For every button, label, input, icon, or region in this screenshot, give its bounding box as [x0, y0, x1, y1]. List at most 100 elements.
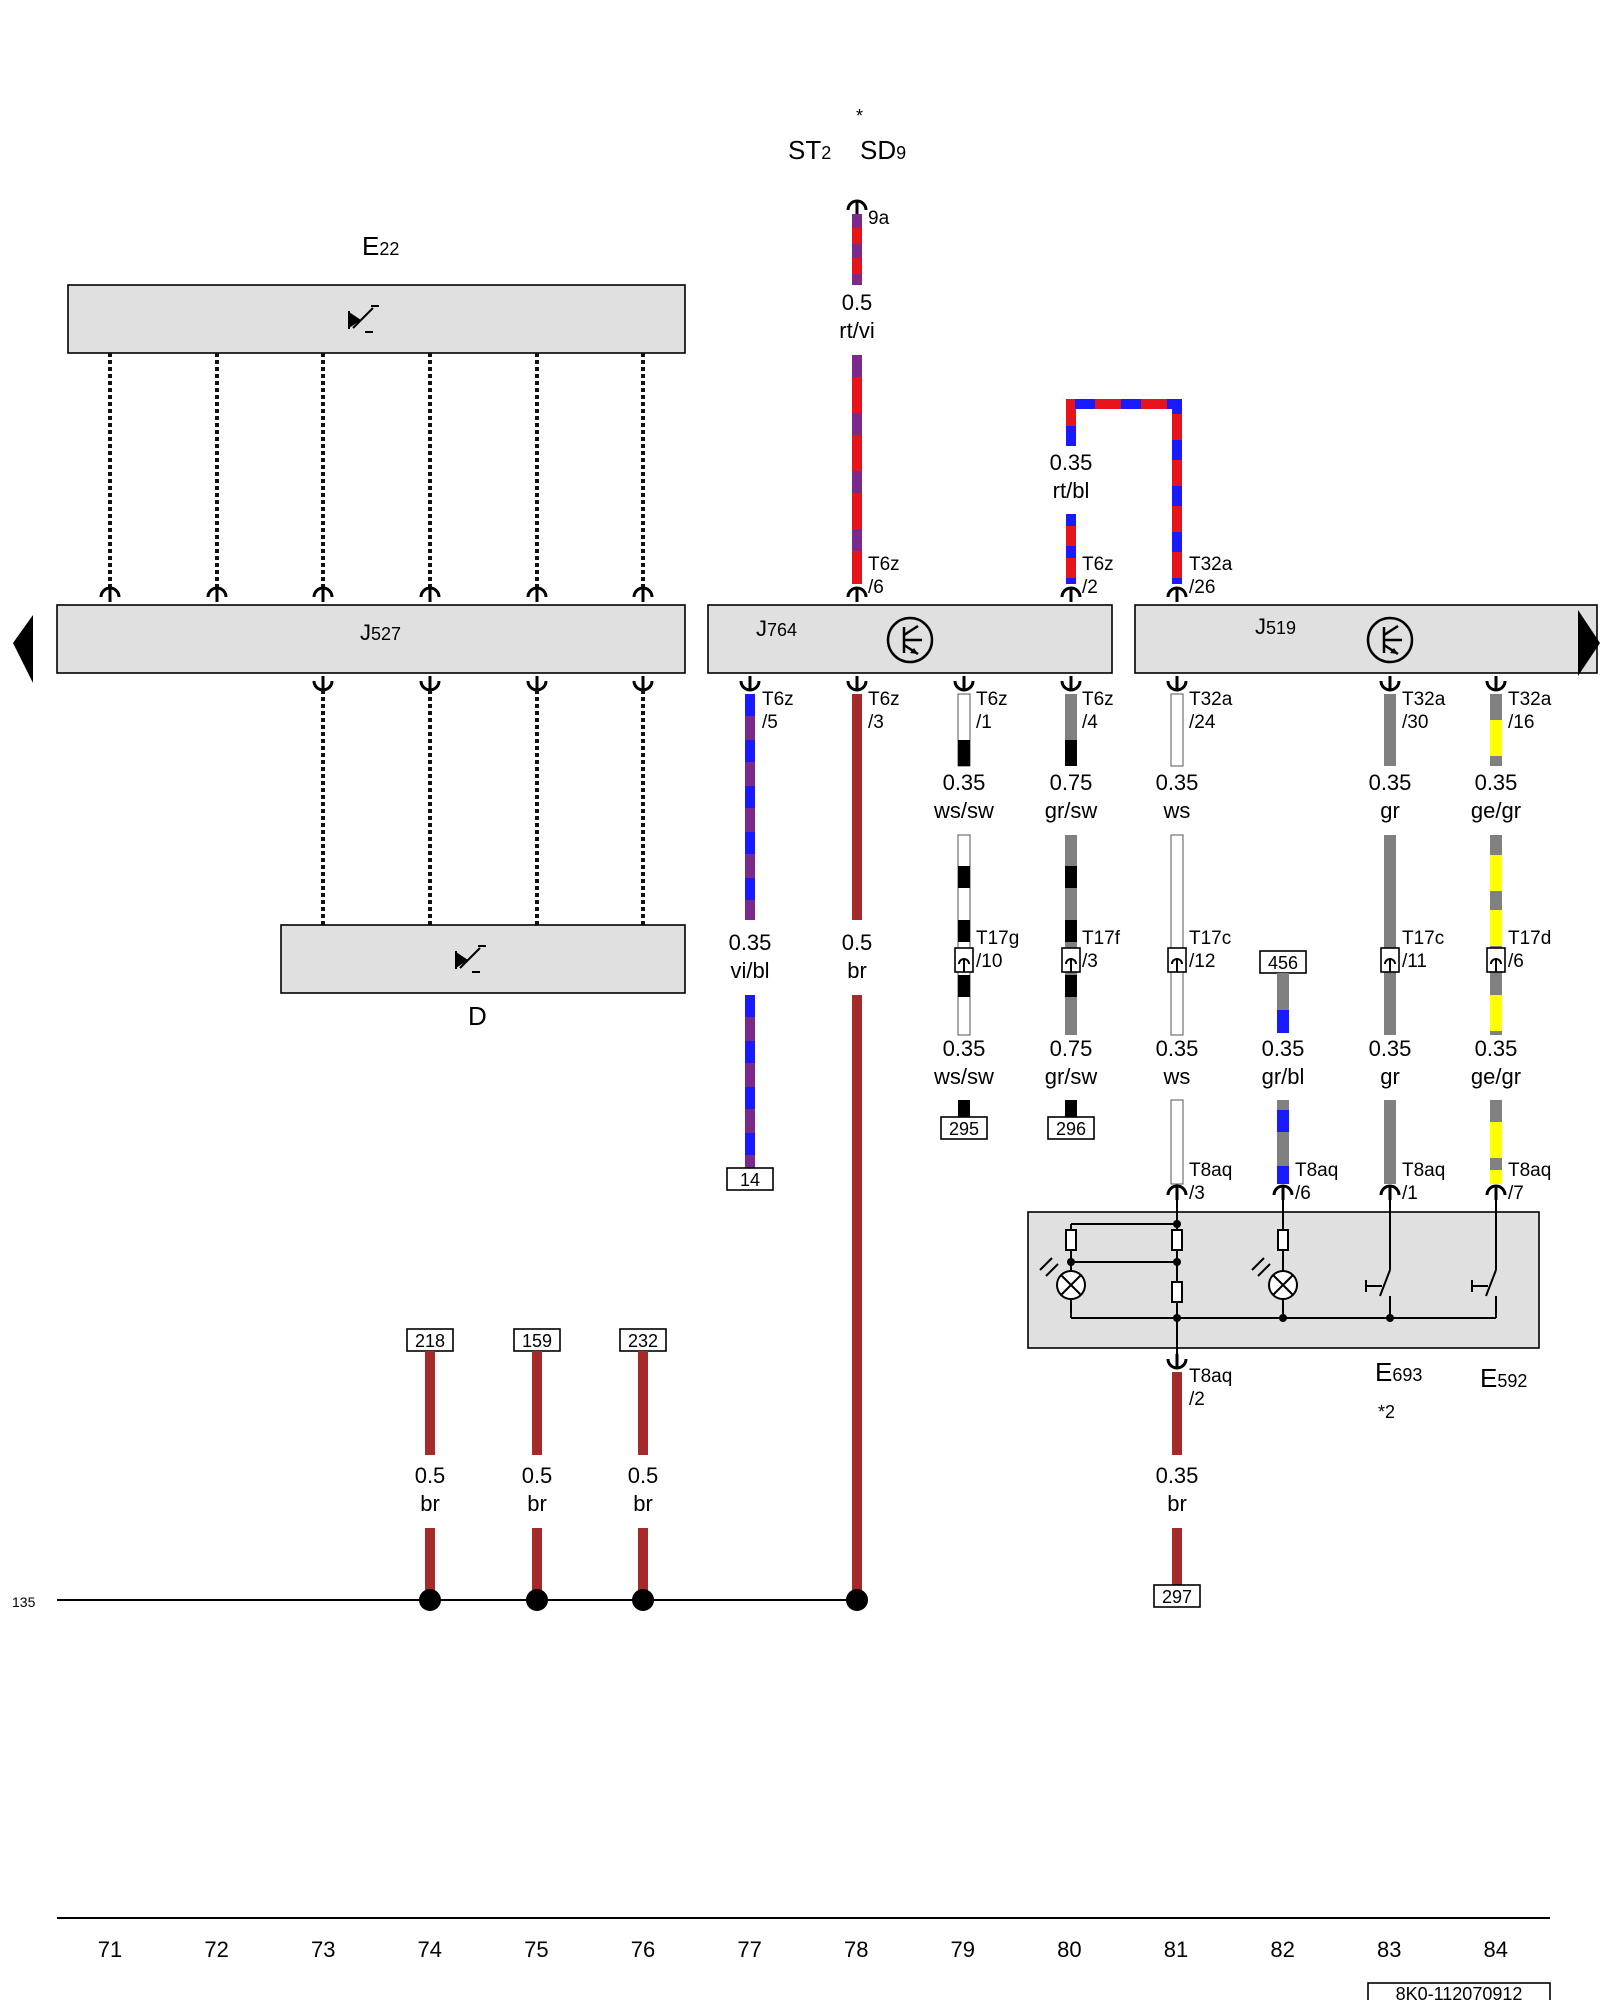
connector-pin: /26 — [1189, 577, 1215, 598]
connector-pin: /12 — [1189, 951, 1215, 972]
continue-left-arrow-icon[interactable] — [13, 615, 33, 683]
wire-size-label: 0.35 — [1475, 770, 1518, 795]
column-number: 72 — [204, 1937, 228, 1962]
connector-name: T32a — [1189, 689, 1233, 710]
top-labels: * ST2 SD9 9a — [788, 106, 906, 229]
j527-bottom-terminals — [312, 674, 654, 692]
wire-color-label: ws — [1163, 798, 1191, 823]
e693-note: *2 — [1378, 1402, 1395, 1422]
ground-bus-label: 135 — [12, 1594, 36, 1610]
d-box — [280, 924, 686, 994]
column-number: 80 — [1057, 1937, 1081, 1962]
control-unit-icon — [886, 616, 934, 664]
wire-size-label: 0.5 — [842, 930, 873, 955]
pin-9a-label: 9a — [868, 208, 890, 229]
connector-name: T17c — [1402, 928, 1444, 949]
connector-pin: /7 — [1508, 1183, 1524, 1204]
connector-name: T6z — [1082, 554, 1114, 575]
wire-size-label: 0.35 — [1262, 1036, 1305, 1061]
wire-color-label: rt/bl — [1053, 478, 1090, 503]
wire-size-label: 0.75 — [1050, 1036, 1093, 1061]
wire-size-label: 0.35 — [1156, 1036, 1199, 1061]
wire-color-label: ws/sw — [933, 1064, 994, 1089]
wire-size-label: 0.35 — [1050, 450, 1093, 475]
connector-name: T8aq — [1295, 1160, 1338, 1181]
wire-color-label: ws/sw — [933, 798, 994, 823]
j527-label: J527 — [360, 620, 401, 645]
wire-color-label: gr/sw — [1045, 1064, 1098, 1089]
connector-name: T6z — [762, 689, 794, 710]
j519-box — [1134, 604, 1598, 674]
wire-br-81: T8aq /2 0.35 br 297 — [1153, 1352, 1232, 1608]
j527-box — [56, 604, 686, 674]
ground-wire-76: 232 0.5 br — [619, 1328, 667, 1611]
connector-name: T32a — [1189, 554, 1233, 575]
column-number: 77 — [737, 1937, 761, 1962]
wire-color-label: br — [847, 958, 867, 983]
reference-box: 456 — [1268, 953, 1298, 973]
reference-box: 218 — [415, 1331, 445, 1351]
reference-box: 296 — [1056, 1119, 1086, 1139]
wire-rt-vi: 0.5 rt/vi T6z /6 — [839, 214, 900, 604]
j764-label: J764 — [756, 616, 797, 641]
ground-junction — [846, 1589, 868, 1611]
wire-size-label: 0.75 — [1050, 770, 1093, 795]
connector-name: T6z — [868, 554, 900, 575]
wire-color-label: br — [1167, 1491, 1187, 1516]
wire-size-label: 0.35 — [729, 930, 772, 955]
reference-box: 297 — [1162, 1587, 1192, 1607]
wire-size-label: 0.5 — [415, 1463, 446, 1488]
column-number: 76 — [631, 1937, 655, 1962]
connector-pin: /6 — [1508, 951, 1524, 972]
connector-pin: /11 — [1402, 951, 1427, 972]
connector-name: T6z — [976, 689, 1008, 710]
connector-name: T8aq — [1189, 1160, 1232, 1181]
wire-color-label: rt/vi — [839, 318, 874, 343]
column-number: 78 — [844, 1937, 868, 1962]
wire-vi-bl: T6z /5 0.35 vi/bl 14 — [726, 674, 794, 1191]
column-number: 74 — [418, 1937, 442, 1962]
wire-size-label: 0.35 — [1156, 1463, 1199, 1488]
connector-name: T17g — [976, 928, 1019, 949]
connector-name: T8aq — [1402, 1160, 1445, 1181]
wire-gr-bl: 456 0.35 gr/bl T8aq /6 — [1259, 950, 1338, 1204]
connector-name: T17d — [1508, 928, 1551, 949]
continue-right-arrow-icon[interactable] — [1578, 610, 1600, 676]
connector-pin: /30 — [1402, 712, 1428, 733]
wire-color-label: gr — [1380, 1064, 1400, 1089]
wire-color-label: gr/bl — [1262, 1064, 1305, 1089]
wire-size-label: 0.5 — [842, 290, 873, 315]
wire-size-label: 0.5 — [628, 1463, 659, 1488]
reference-box: 159 — [522, 1331, 552, 1351]
footer-code: 8K0-112070912 — [1396, 1984, 1523, 2000]
connector-name: T32a — [1508, 689, 1552, 710]
connector-pin: /10 — [976, 951, 1002, 972]
wire-ge-gr: T32a /16 0.35 ge/gr T17d /6 0.35 ge/gr T… — [1471, 674, 1552, 1204]
connector-pin: /6 — [1295, 1183, 1311, 1204]
connector-pin: /24 — [1189, 712, 1216, 733]
reference-box: 295 — [949, 1119, 979, 1139]
connector-pin: /3 — [1189, 1183, 1205, 1204]
ground-wire-75: 159 0.5 br — [513, 1328, 561, 1611]
connector-pin: /4 — [1082, 712, 1098, 733]
sd9-label: SD9 — [860, 135, 906, 165]
light-rays-icon — [1039, 1257, 1271, 1277]
wire-ws: T32a /24 0.35 ws T17c /12 0.35 ws T8aq /… — [1156, 674, 1233, 1204]
wire-size-label: 0.5 — [522, 1463, 553, 1488]
connector-pin: /1 — [976, 712, 992, 733]
wire-size-label: 0.35 — [1156, 770, 1199, 795]
j764-component: J764 — [707, 604, 1113, 674]
wire-color-label: ge/gr — [1471, 1064, 1521, 1089]
column-number: 83 — [1377, 1937, 1401, 1962]
wire-color-label: ge/gr — [1471, 798, 1521, 823]
column-number: 75 — [524, 1937, 548, 1962]
column-number: 84 — [1484, 1937, 1508, 1962]
wire-color-label: br — [633, 1491, 653, 1516]
asterisk-mark: * — [856, 106, 863, 126]
wire-size-label: 0.35 — [943, 770, 986, 795]
wire-ws-sw: T6z /1 0.35 ws/sw T17g /10 0.35 ws/sw 29… — [933, 674, 1019, 1140]
e22-j527-wires — [108, 353, 645, 588]
wire-gr-sw: T6z /4 0.75 gr/sw T17f /3 0.75 gr/sw 296 — [1045, 674, 1121, 1140]
